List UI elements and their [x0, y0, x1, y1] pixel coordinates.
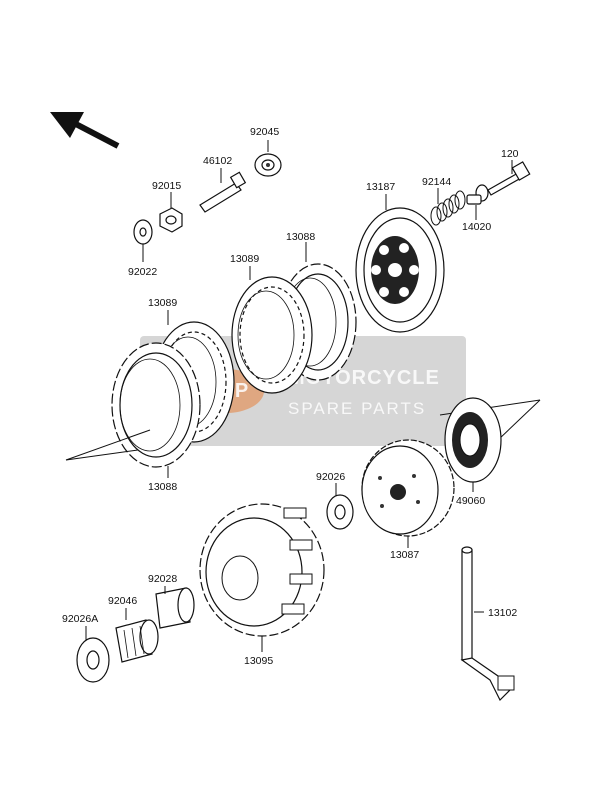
- bolt-120[interactable]: [487, 160, 531, 196]
- washer-92026[interactable]: [326, 483, 354, 530]
- part-label-13088-top[interactable]: 13088: [286, 231, 315, 243]
- part-label-92144[interactable]: 92144: [422, 176, 451, 188]
- spring-holder-14020[interactable]: [466, 184, 489, 220]
- clutch-damper-49060[interactable]: [444, 397, 502, 492]
- part-labels: 92045 46102 92015 92022 13187 92144 120 …: [62, 126, 519, 667]
- part-label-13187[interactable]: 13187: [366, 181, 395, 193]
- part-label-92026[interactable]: 92026: [316, 471, 345, 483]
- clutch-spring-92144[interactable]: [430, 188, 466, 226]
- front-direction-arrow-icon: [50, 112, 120, 149]
- part-label-14020[interactable]: 14020: [462, 221, 491, 233]
- thrust-washer-92026a[interactable]: [76, 626, 110, 683]
- part-label-13087[interactable]: 13087: [390, 549, 419, 561]
- part-label-120[interactable]: 120: [501, 148, 519, 160]
- needle-bearing-92046[interactable]: [115, 608, 159, 663]
- part-label-49060[interactable]: 49060: [456, 495, 485, 507]
- part-label-92028[interactable]: 92028: [148, 573, 177, 585]
- part-label-13089-left[interactable]: 13089: [148, 297, 177, 309]
- ball-bearing-92045[interactable]: [254, 140, 282, 177]
- part-label-13088-bottom[interactable]: 13088: [148, 481, 177, 493]
- part-label-92015[interactable]: 92015: [152, 180, 181, 192]
- clutch-housing-13095[interactable]: [199, 503, 325, 652]
- part-label-13102[interactable]: 13102: [488, 607, 517, 619]
- part-label-92045[interactable]: 92045: [250, 126, 279, 138]
- friction-plate-13089-top[interactable]: [231, 266, 313, 394]
- part-label-13089-top[interactable]: 13089: [230, 253, 259, 265]
- push-rod-46102[interactable]: [199, 168, 247, 213]
- steel-plate-13088-bottom[interactable]: [111, 342, 201, 478]
- watermark-line2: SPARE PARTS: [288, 399, 426, 418]
- collar-92028[interactable]: [155, 586, 195, 629]
- part-label-92022[interactable]: 92022: [128, 266, 157, 278]
- part-label-92046[interactable]: 92046: [108, 595, 137, 607]
- part-label-92026a[interactable]: 92026A: [62, 613, 98, 625]
- part-label-46102[interactable]: 46102: [203, 155, 232, 167]
- part-label-13095[interactable]: 13095: [244, 655, 273, 667]
- clutch-hub-13087[interactable]: [361, 439, 455, 548]
- release-lever-shaft-13102[interactable]: [460, 546, 515, 702]
- pressure-plate-13187[interactable]: [355, 194, 445, 333]
- washer-92022[interactable]: [133, 219, 153, 262]
- nut-92015[interactable]: [159, 192, 183, 233]
